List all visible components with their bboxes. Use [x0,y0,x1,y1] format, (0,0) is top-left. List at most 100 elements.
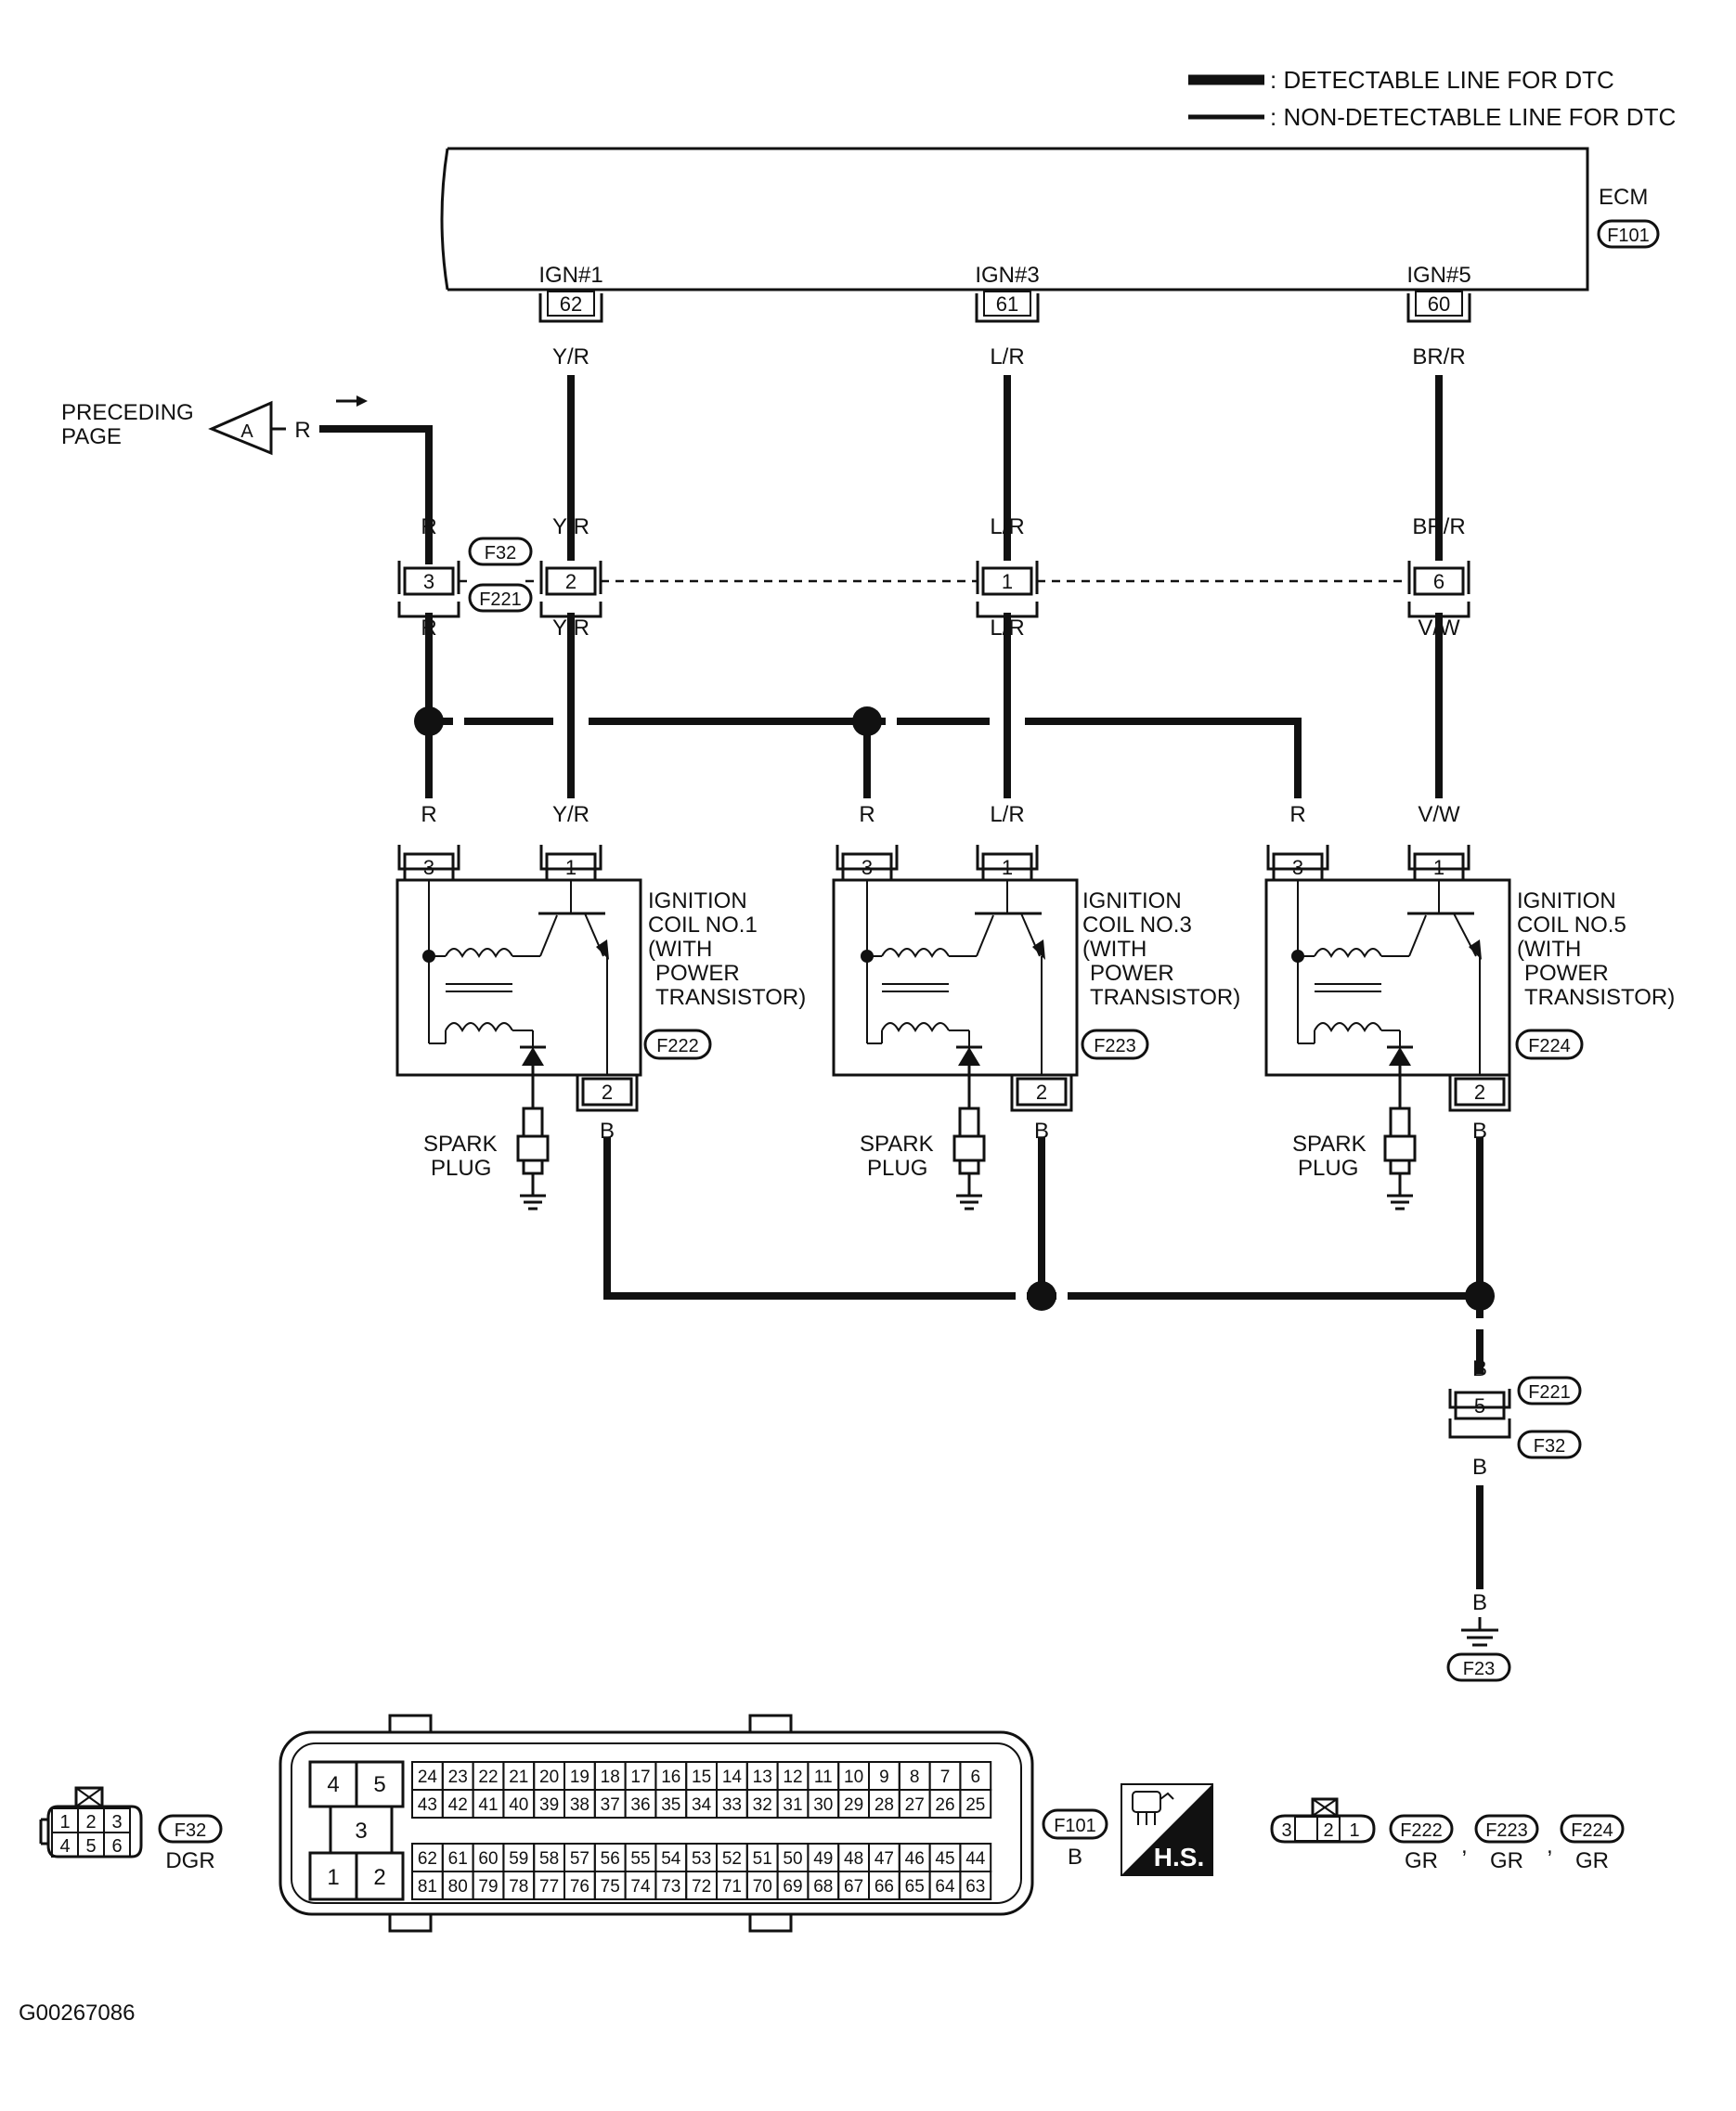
joint-badge-top [468,537,533,566]
harness-connector-icon [1132,1791,1174,1825]
preceding-marker-letter: A [240,421,253,442]
svg-text:,: , [1461,1833,1468,1858]
f101-pin-number: 69 [783,1877,802,1897]
coil3-wire-signal: L/R [990,802,1024,827]
hs-badge: H.S. [1121,1783,1213,1876]
f101-pin-number: 34 [692,1795,712,1815]
ground-icon [1461,1617,1498,1647]
f101-pin-number: 54 [661,1849,681,1869]
coil1-body [395,878,642,1077]
coil5-label: IGNITION [1517,888,1616,913]
svg-text:PLUG: PLUG [1298,1156,1358,1181]
svg-text:F32: F32 [175,1820,206,1841]
f101-pin-number: 55 [630,1849,650,1869]
coil-winding-icon [445,948,513,959]
ecm-pin-60: 60 [1406,291,1471,323]
f101-pin-number: 22 [478,1768,498,1787]
svg-text:TRANSISTOR): TRANSISTOR) [655,985,806,1010]
wire-b-ground-bus [603,1137,1480,1300]
svg-text:F222: F222 [656,1036,699,1056]
f101-pin-number: 81 [418,1877,437,1897]
svg-text:F32: F32 [1534,1436,1565,1457]
joint-pin-6: 6 [1407,561,1470,618]
f101-pin-number: 26 [935,1795,954,1815]
f32-badge [158,1814,223,1844]
svg-text:F223: F223 [1094,1036,1136,1056]
svg-text:1: 1 [1349,1820,1359,1841]
svg-text:6: 6 [1433,570,1445,593]
ground-badge-top [1517,1376,1582,1405]
spark-plug-icon [1383,1066,1417,1211]
f101-pin-number: 37 [601,1795,620,1815]
ground-badge-bottom [1517,1430,1582,1459]
svg-text:2: 2 [565,570,577,593]
svg-text:F224: F224 [1528,1036,1571,1056]
f222-badge [1389,1814,1454,1844]
f101-pin-number: 12 [783,1768,802,1787]
svg-text:PLUG: PLUG [867,1156,927,1181]
ground-wire-above: B [1472,1356,1487,1381]
preceding-label-line1: PRECEDING [61,400,194,425]
f101-outer [279,1730,1034,1916]
svg-text:PLUG: PLUG [431,1156,491,1181]
ecm-terminal-ign5: IGN#5 [1406,263,1470,288]
svg-text:3: 3 [111,1812,122,1833]
ecm-module: ECM F101 IGN#1 IGN#3 IGN#5 62 61 60 Y/R … [440,147,1660,369]
coil1-wire-power: R [421,802,436,827]
svg-text:3: 3 [355,1819,367,1844]
f101-pin-number: 32 [753,1795,772,1815]
ignition-coil-1: R Y/R 3 1 2 B IGNITION C [395,802,806,1211]
f101-pin-number: 33 [722,1795,742,1815]
joint-wire-r-bottom: R [421,615,436,641]
figure-id: G00267086 [19,2001,135,2026]
f101-pin-number: 61 [448,1849,468,1869]
ground-wire-end: B [1472,1590,1487,1615]
coil-winding-icon [445,1022,513,1033]
joint-connector: R Y/R L/R BR/R 3 2 1 6 [397,514,1470,641]
ecm-box-break [440,148,449,291]
wire-label-ign1: Y/R [552,344,589,369]
coil5-plug-label: SPARK [1292,1132,1367,1157]
joint-wire-brr-top: BR/R [1412,514,1465,539]
joint-wire-lr-bottom: L/R [990,615,1024,641]
f101-pin-number: 68 [813,1877,833,1897]
svg-text:2: 2 [1036,1081,1047,1104]
coil5-pin-ground [1454,1077,1506,1107]
wire-r-main [319,425,433,564]
svg-text:1: 1 [1002,570,1013,593]
f101-pin-number: 13 [753,1768,772,1787]
ground-connector-pin [1454,1391,1506,1420]
svg-text:COIL NO.3: COIL NO.3 [1082,913,1192,938]
coil3-pin-ground [1016,1077,1068,1107]
joint-pin-3: 3 [397,561,460,618]
joint-wire-yr-top: Y/R [552,514,589,539]
f223-badge [1474,1814,1539,1844]
f101-pin-number: 72 [692,1877,711,1897]
preceding-page-ref: PRECEDING PAGE A R [61,395,368,456]
svg-text:3: 3 [1281,1820,1291,1841]
f101-pin-number: 73 [661,1877,680,1897]
svg-text:62: 62 [560,292,582,316]
ecm-connector-badge [1597,219,1660,249]
hs-label: H.S. [1154,1843,1204,1871]
ground-point-badge [1446,1652,1511,1682]
legend-non-detectable-text: : NON-DETECTABLE LINE FOR DTC [1270,103,1676,131]
svg-text:4: 4 [327,1772,339,1797]
legend: : DETECTABLE LINE FOR DTC : NON-DETECTAB… [1188,66,1676,131]
f101-pin-number: 64 [935,1877,955,1897]
wire-label-ign5: BR/R [1412,344,1465,369]
svg-text:3: 3 [423,856,434,879]
spark-plug-icon [516,1066,550,1211]
svg-text:(WITH: (WITH [1517,937,1581,962]
f101-pin-number: 40 [509,1795,528,1815]
svg-text:60: 60 [1428,292,1450,316]
f101-pin-number: 45 [935,1849,954,1869]
joint-wire-yr-bottom: Y/R [552,615,589,641]
svg-text:F221: F221 [1528,1382,1571,1403]
ground-circuit: B 5 F221 F32 B B F23 [1446,1356,1582,1682]
spark-plug-icon [952,1066,986,1211]
svg-text:F101: F101 [1054,1816,1096,1836]
connector-view-f32: 1 2 3 4 5 6 F32 DGR [39,1786,223,1873]
